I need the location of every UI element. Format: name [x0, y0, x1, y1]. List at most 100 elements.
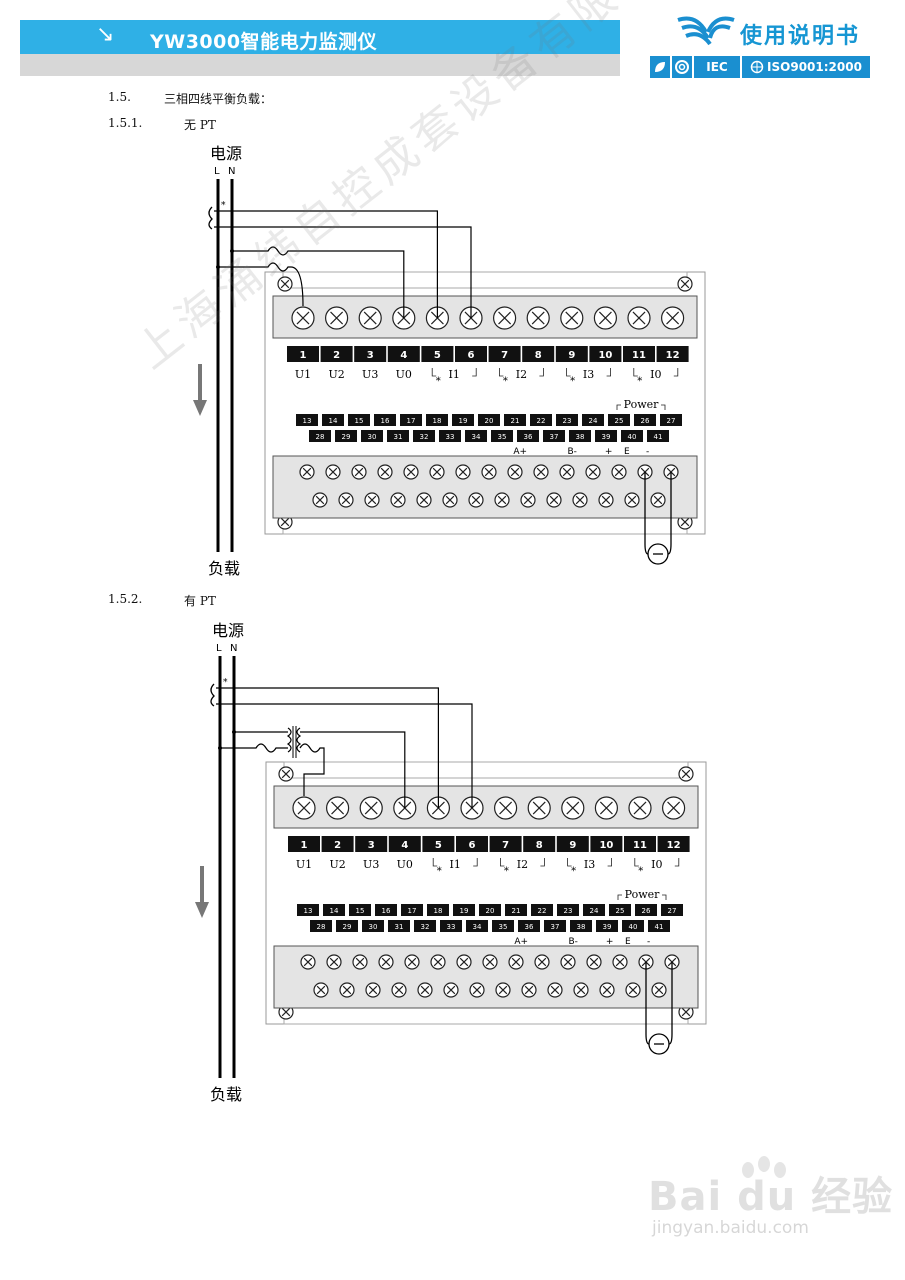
terminal-number: 8	[536, 840, 543, 851]
screw-cross	[499, 801, 513, 815]
terminal-number-bg	[335, 430, 357, 442]
arrow-icon: ↘	[96, 22, 115, 47]
terminal-number-bg	[322, 414, 344, 426]
baidu-url: jingyan.baidu.com	[652, 1218, 809, 1238]
screw-cross	[302, 467, 312, 477]
line-n-label: N	[230, 643, 237, 654]
screw-cross	[380, 467, 390, 477]
bracket	[566, 368, 611, 377]
terminal-number-bg	[590, 836, 623, 852]
terminal-number: 16	[382, 907, 391, 915]
terminal-number: 12	[667, 840, 681, 851]
screw-cross	[419, 495, 429, 505]
signal-label: U0	[397, 858, 413, 871]
terminal-number: 31	[394, 433, 403, 441]
terminal-number: 21	[511, 417, 520, 425]
document-title: YW3000智能电力监测仪	[150, 31, 378, 53]
power-bracket	[616, 404, 666, 410]
screw-cross	[445, 495, 455, 505]
terminal-number-bg	[456, 836, 488, 852]
certification-badges: IEC ISO9001:2000	[650, 56, 870, 78]
terminal-number: 30	[369, 923, 378, 931]
terminal-number-bg	[522, 346, 555, 362]
screw-cross	[681, 1007, 691, 1017]
screw-cross	[393, 495, 403, 505]
terminal-number: 39	[602, 433, 611, 441]
terminal-number-bg	[624, 836, 656, 852]
polarity-star: *	[637, 376, 642, 387]
terminal-number-bg	[543, 430, 565, 442]
terminal-number: 4	[401, 840, 408, 851]
terminal-number-bg	[489, 836, 522, 852]
iec-badge: IEC	[694, 56, 740, 78]
terminal-number: 4	[400, 350, 407, 361]
terminal-number: 7	[502, 840, 509, 851]
bracket	[431, 368, 477, 377]
screw-cross	[485, 957, 495, 967]
screw-cross	[537, 957, 547, 967]
terminal-number: 35	[499, 923, 508, 931]
screw-cross	[602, 985, 612, 995]
screw-cross	[614, 467, 624, 477]
screw-cross	[368, 985, 378, 995]
terminal-number: 18	[433, 417, 442, 425]
comm-label: B-	[568, 937, 577, 947]
screw-cross	[329, 957, 339, 967]
ct-wire-i1	[214, 210, 438, 318]
terminal-number-bg	[556, 836, 589, 852]
polarity-star: *	[504, 866, 509, 877]
terminal-number-bg	[374, 414, 396, 426]
terminal-number-bg	[323, 904, 345, 916]
terminal-number: 11	[633, 840, 647, 851]
terminal-number: 41	[654, 433, 663, 441]
terminal-number: 20	[485, 417, 494, 425]
load-label: 负载	[208, 559, 240, 578]
terminal-number: 9	[568, 350, 575, 361]
terminal-number-bg	[287, 346, 319, 362]
terminal-number-bg	[523, 836, 556, 852]
screw-cross	[446, 985, 456, 995]
terminal-number-bg	[530, 414, 552, 426]
frame-tab	[283, 761, 689, 779]
terminal-number: 15	[355, 417, 364, 425]
section-number: 1.5.2.	[108, 592, 143, 606]
screw-cross	[680, 517, 690, 527]
current-transformer-icon	[208, 206, 213, 230]
terminal-number: 23	[563, 417, 572, 425]
screw-cross	[599, 801, 613, 815]
section-title: 有 PT	[184, 594, 216, 608]
terminal-number: 37	[551, 923, 560, 931]
screw-cross	[281, 1007, 291, 1017]
screw-cross	[472, 985, 482, 995]
screw-cross	[654, 985, 664, 995]
terminal-number-bg	[388, 920, 410, 932]
bracket	[567, 858, 612, 867]
line-l-label: L	[216, 643, 222, 654]
terminal-number-bg	[354, 346, 387, 362]
polarity-star: *	[571, 866, 576, 877]
section-1-5-2: 1.5.2. 有 PT	[108, 592, 216, 608]
terminal-number-bg	[466, 920, 488, 932]
screw-cross	[598, 311, 612, 325]
terminal-number-bg	[288, 836, 320, 852]
power-label: Power	[624, 398, 660, 411]
terminal-number-bg	[544, 920, 566, 932]
bracket	[499, 368, 544, 377]
screw-cross	[680, 279, 690, 289]
potential-transformer-icon	[286, 727, 292, 753]
terminal-number: 35	[498, 433, 507, 441]
terminal-number: 23	[564, 907, 573, 915]
terminal-number-bg	[660, 414, 682, 426]
signal-label: U3	[362, 368, 378, 381]
screw-cross	[627, 495, 637, 505]
screw-cross	[459, 957, 469, 967]
terminal-number-bg	[556, 414, 578, 426]
terminal-number-bg	[589, 346, 622, 362]
screw-cross	[407, 957, 417, 967]
terminal-number-bg	[518, 920, 540, 932]
signal-label: I1	[449, 368, 460, 381]
terminal-number-bg	[504, 414, 526, 426]
terminal-number-bg	[478, 414, 500, 426]
